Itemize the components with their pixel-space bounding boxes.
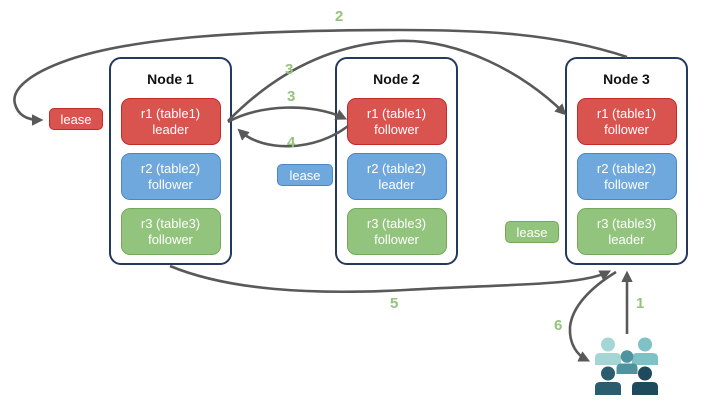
replica-range: r2 (table2) xyxy=(140,160,201,176)
replica-range: r3 (table3) xyxy=(596,215,657,231)
replica-role: follower xyxy=(374,121,419,137)
replica-range: r3 (table3) xyxy=(140,215,201,231)
lease-tag-r3: lease xyxy=(505,221,559,243)
node-3-replica-r2: r2 (table2) follower xyxy=(576,153,677,200)
node-1-box: Node 1 r1 (table1) leader r2 (table2) fo… xyxy=(109,57,232,265)
users-icon xyxy=(595,337,658,395)
replica-role: leader xyxy=(152,121,189,137)
node-3-replica-r3: r3 (table3) leader xyxy=(576,208,677,255)
replica-range: r2 (table2) xyxy=(366,160,427,176)
step-label-1: 1 xyxy=(636,295,645,312)
replica-range: r2 (table2) xyxy=(596,160,657,176)
replica-role: follower xyxy=(148,176,193,192)
replica-role: follower xyxy=(148,231,193,247)
node-3-replica-r1: r1 (table1) follower xyxy=(576,98,677,145)
step-label-5: 5 xyxy=(390,295,399,312)
node-2-box: Node 2 r1 (table1) follower r2 (table2) … xyxy=(335,57,458,265)
lease-tag-r2: lease xyxy=(277,164,333,186)
person-middle xyxy=(616,350,638,374)
replica-role: follower xyxy=(604,121,649,137)
replica-range: r1 (table1) xyxy=(596,105,657,121)
step-label-4: 4 xyxy=(287,134,296,151)
person-back-right xyxy=(632,337,658,365)
node-1-title: Node 1 xyxy=(147,71,194,87)
step-label-6: 6 xyxy=(554,317,563,334)
node-3-title: Node 3 xyxy=(603,71,650,87)
arrow-step3-to-node2 xyxy=(227,106,348,124)
node-1-replica-r3: r3 (table3) follower xyxy=(120,208,221,255)
step-label-3a: 3 xyxy=(285,61,294,78)
replica-role: leader xyxy=(378,176,415,192)
node-2-replica-r2: r2 (table2) leader xyxy=(346,153,447,200)
arrow-step5 xyxy=(169,264,612,294)
node-3-box: Node 3 r1 (table1) follower r2 (table2) … xyxy=(565,57,688,265)
replica-range: r3 (table3) xyxy=(366,215,427,231)
replica-role: follower xyxy=(374,231,419,247)
person-front-right xyxy=(632,366,658,395)
node-2-replica-r1: r1 (table1) follower xyxy=(346,98,447,145)
node-2-title: Node 2 xyxy=(373,71,420,87)
node-1-replica-r1: r1 (table1) leader xyxy=(120,98,221,145)
person-back-left xyxy=(595,337,621,365)
step-label-2: 2 xyxy=(335,8,344,25)
person-front-left xyxy=(595,366,621,395)
lease-tag-r1: lease xyxy=(49,108,103,130)
step-label-3b: 3 xyxy=(287,88,296,105)
arrow-step2 xyxy=(13,28,628,126)
replica-range: r1 (table1) xyxy=(140,105,201,121)
replica-range: r1 (table1) xyxy=(366,105,427,121)
replica-role: leader xyxy=(608,231,645,247)
replica-role: follower xyxy=(604,176,649,192)
node-2-replica-r3: r3 (table3) follower xyxy=(346,208,447,255)
node-1-replica-r2: r2 (table2) follower xyxy=(120,153,221,200)
